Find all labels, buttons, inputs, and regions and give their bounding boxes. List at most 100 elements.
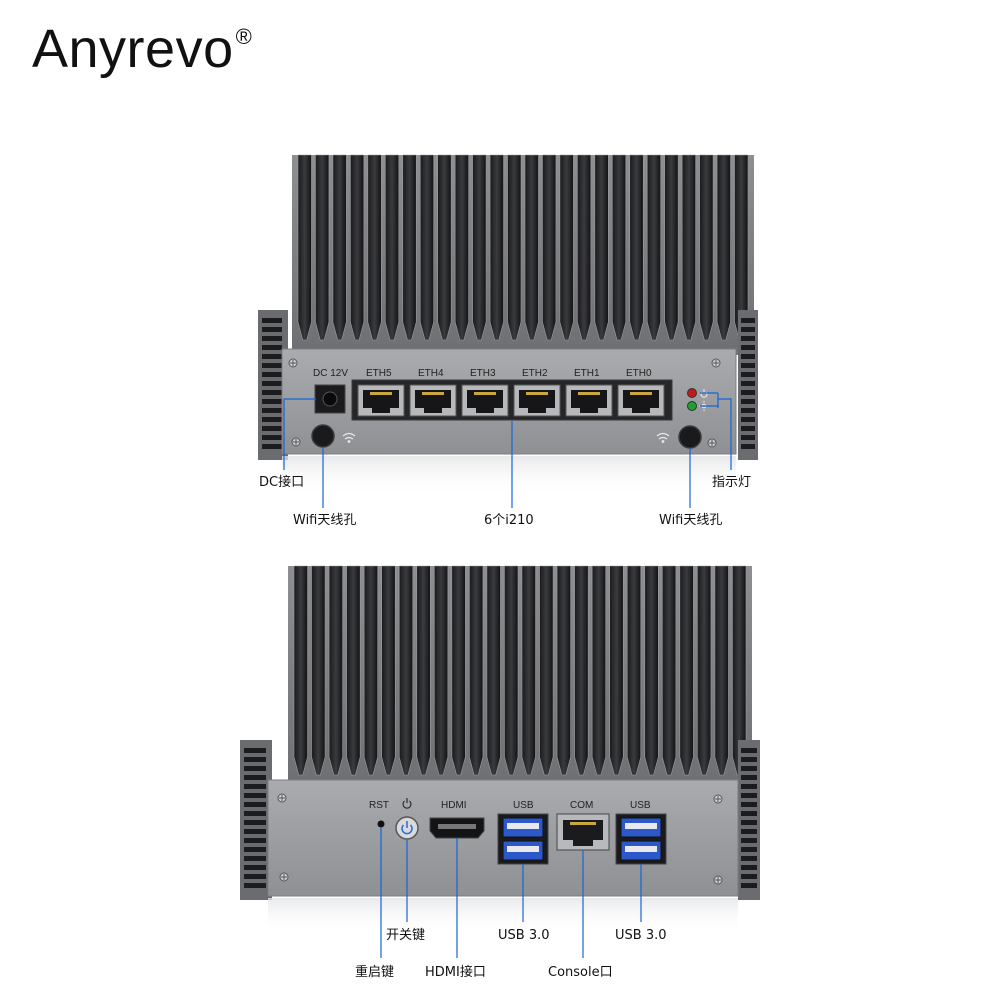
- side-vent-slot: [244, 775, 266, 780]
- heatsink-fin: [367, 154, 382, 341]
- heatsink-fin: [469, 565, 484, 776]
- heatsink-fin: [350, 154, 365, 341]
- heatsink-fin: [539, 565, 554, 776]
- heatsink-fin: [507, 154, 522, 341]
- heatsink-fin: [454, 154, 469, 341]
- side-vent-slot: [244, 766, 266, 771]
- heatsink-fin: [521, 565, 536, 776]
- side-vent-slot: [244, 838, 266, 843]
- side-vent-slot: [244, 874, 266, 879]
- side-vent-slot: [741, 408, 755, 413]
- ethernet-port: [617, 384, 665, 417]
- heatsink-fin: [472, 154, 487, 341]
- bottom-reflection: [268, 898, 738, 934]
- side-vent-slot: [741, 766, 757, 771]
- screw-icon: [277, 793, 287, 803]
- side-vent-slot: [262, 444, 282, 449]
- heatsink-fin: [591, 565, 606, 776]
- heatsink-fin: [556, 565, 571, 776]
- side-vent-slot: [262, 318, 282, 323]
- heatsink-fin: [626, 565, 642, 776]
- side-vent-slot: [741, 820, 757, 825]
- heatsink-fin: [714, 565, 729, 776]
- side-vent-slot: [741, 883, 757, 888]
- callout-hdmi-port: HDMI接口: [425, 964, 486, 980]
- hdmi-port-contacts: [438, 824, 476, 829]
- heatsink-fin: [328, 565, 343, 776]
- side-vent-slot: [244, 802, 266, 807]
- side-vent-slot: [741, 757, 757, 762]
- heatsink-fin: [612, 154, 627, 341]
- heatsink-fin: [504, 565, 519, 776]
- screw-icon: [707, 438, 717, 448]
- side-vent-slot: [741, 802, 757, 807]
- usb-port-stack-left: [497, 813, 549, 865]
- dc-jack-hole: [322, 391, 338, 407]
- bottom-side-vents: [244, 748, 757, 888]
- heatsink-fin: [332, 154, 347, 341]
- side-vent-slot: [741, 399, 755, 404]
- heatsink-fin: [363, 565, 378, 776]
- screw-icon: [713, 875, 723, 885]
- heatsink-fin: [311, 565, 326, 776]
- ethernet-ports: [357, 384, 665, 417]
- side-vent-slot: [741, 363, 755, 368]
- callout-console-port: Console口: [548, 965, 613, 980]
- side-vent-slot: [262, 417, 282, 422]
- wifi-antenna-hole-right: [678, 425, 702, 449]
- heatsink-fin: [315, 154, 330, 341]
- side-vent-slot: [741, 847, 757, 852]
- callout-reset-button: 重启键: [355, 964, 394, 980]
- side-vent-slot: [741, 748, 757, 753]
- side-vent-slot: [262, 354, 282, 359]
- heatsink-fin: [679, 565, 694, 776]
- heatsink-fin: [574, 565, 589, 776]
- heatsink-fin: [629, 154, 644, 341]
- heatsink-fin: [609, 565, 624, 776]
- callout-usb-left: USB 3.0: [498, 928, 550, 943]
- side-vent-slot: [741, 793, 757, 798]
- side-vent-slot: [262, 381, 282, 386]
- side-vent-slot: [262, 435, 282, 440]
- side-vent-slot: [741, 865, 757, 870]
- eth-port-label: ETH1: [574, 368, 600, 379]
- side-vent-slot: [741, 372, 755, 377]
- side-vent-slot: [741, 444, 755, 449]
- ethernet-port: [513, 384, 561, 417]
- side-vent-slot: [244, 757, 266, 762]
- side-vent-slot: [741, 811, 757, 816]
- side-vent-slot: [741, 874, 757, 879]
- heatsink-fin: [699, 154, 714, 341]
- side-vent-slot: [741, 354, 755, 359]
- bottom-callout-lines: [380, 828, 642, 958]
- heatsink-fin: [402, 154, 417, 341]
- heatsink-fin: [664, 154, 679, 341]
- side-vent-slot: [741, 426, 755, 431]
- heatsink-fin: [385, 154, 400, 341]
- ethernet-port: [357, 384, 405, 417]
- power-symbol-icon: [402, 798, 412, 809]
- top-reflection: [282, 456, 736, 496]
- callout-nic-count: 6个i210: [484, 513, 534, 528]
- side-vent-slot: [244, 811, 266, 816]
- reset-pinhole: [377, 820, 385, 828]
- heatsink-fin: [524, 154, 539, 341]
- side-vent-slot: [741, 381, 755, 386]
- side-vent-slot: [741, 838, 757, 843]
- eth-port-label: ETH2: [522, 368, 548, 379]
- side-vent-slot: [741, 775, 757, 780]
- eth-port-label: ETH4: [418, 368, 444, 379]
- brand-name: Anyrevo: [32, 19, 234, 79]
- heatsink-fin: [437, 154, 452, 341]
- screw-icon: [288, 358, 298, 368]
- side-vent-slot: [741, 327, 755, 332]
- side-vent-slot: [244, 847, 266, 852]
- heatsink-fin: [434, 565, 449, 776]
- heatsink-fin: [716, 154, 731, 341]
- side-vent-slot: [244, 883, 266, 888]
- side-vent-slot: [244, 829, 266, 834]
- side-vent-slot: [741, 435, 755, 440]
- heatsink-fin: [594, 154, 609, 341]
- top-heatsink-fins: [297, 154, 749, 341]
